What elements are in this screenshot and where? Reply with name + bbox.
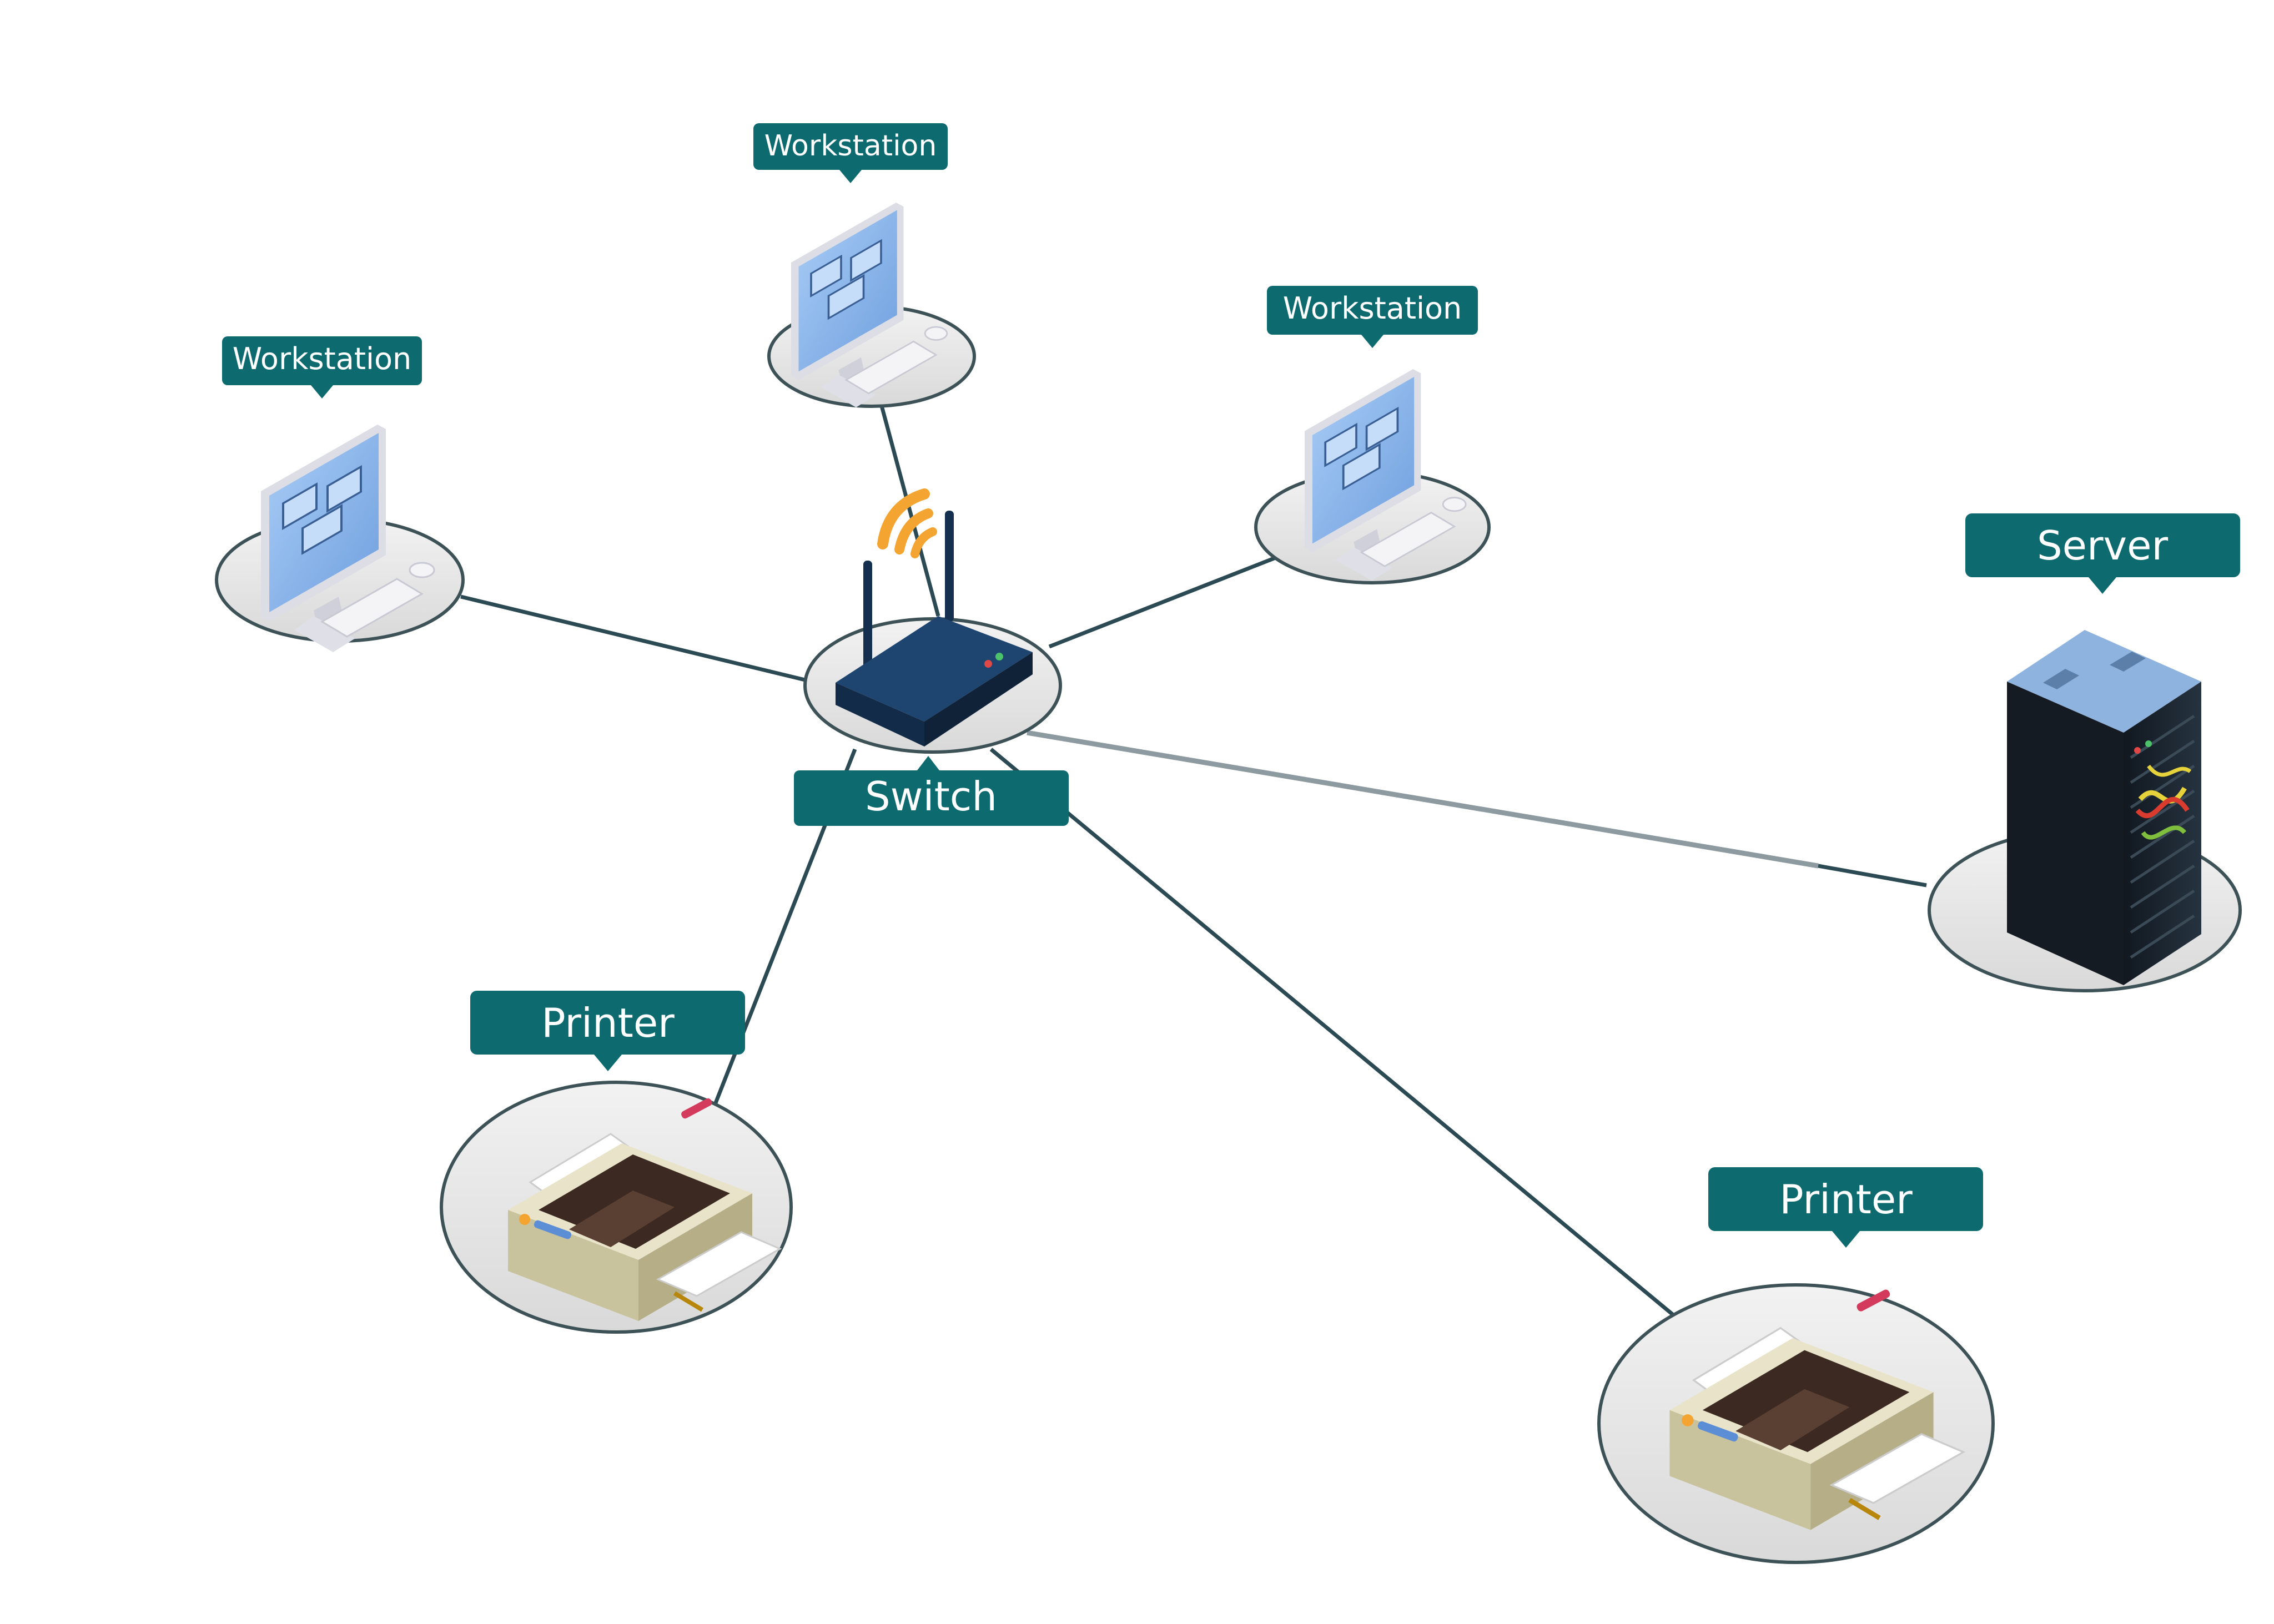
- printer-left-node[interactable]: Printer: [440, 991, 793, 1334]
- switch-node[interactable]: Switch: [794, 488, 1069, 826]
- desktop-computer-icon: [1305, 369, 1467, 581]
- workstation-top-label-text: Workstation: [764, 129, 937, 163]
- desktop-computer-icon: [791, 203, 948, 407]
- printer-right-label: Printer: [1708, 1167, 1983, 1248]
- switch-label: Switch: [794, 756, 1069, 826]
- printer-left-label-text: Printer: [541, 1000, 675, 1046]
- switch-label-text: Switch: [865, 773, 997, 820]
- printer-icon: [1669, 1289, 1966, 1530]
- workstation-right-label: Workstation: [1267, 286, 1478, 348]
- workstation-right-label-text: Workstation: [1283, 291, 1462, 326]
- link-switch-workstation-left: [460, 594, 806, 682]
- desktop-computer-icon: [261, 425, 435, 652]
- link-switch-workstation-top: [878, 399, 940, 617]
- workstation-left-label-text: Workstation: [233, 341, 412, 376]
- workstation-right-node[interactable]: Workstation: [1254, 286, 1491, 584]
- server-node[interactable]: Server: [1928, 513, 2242, 992]
- link-switch-printer-right: [989, 748, 1676, 1317]
- router-icon: [836, 488, 1033, 747]
- link-switch-server-a: [1027, 730, 1819, 869]
- link-switch-server-b: [1818, 864, 1927, 887]
- printer-icon: [508, 1098, 782, 1321]
- server-label-text: Server: [2037, 522, 2169, 569]
- server-label: Server: [1965, 513, 2240, 594]
- workstation-top-node[interactable]: Workstation: [753, 123, 976, 408]
- printer-right-label-text: Printer: [1779, 1176, 1913, 1223]
- link-switch-workstation-right: [1048, 553, 1284, 649]
- workstation-left-node[interactable]: Workstation: [215, 336, 465, 652]
- workstation-left-label: Workstation: [222, 336, 422, 399]
- workstation-top-label: Workstation: [753, 123, 948, 183]
- printer-right-node[interactable]: Printer: [1597, 1167, 1995, 1564]
- server-rack-icon: [2007, 630, 2201, 985]
- printer-left-label: Printer: [470, 991, 745, 1071]
